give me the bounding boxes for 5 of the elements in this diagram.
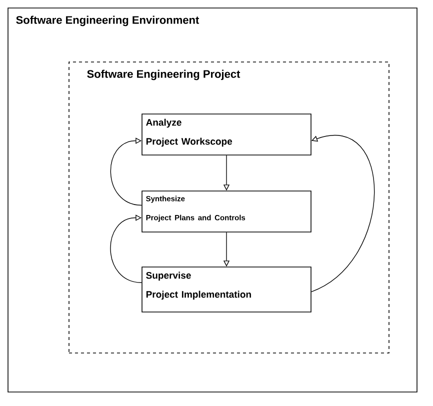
- process-box: Supervise Project Implementation: [142, 266, 312, 312]
- arrow: [110, 214, 142, 283]
- arrow: [311, 134, 375, 292]
- process-box: Analyze Project Workscope: [142, 114, 312, 156]
- arrow: [110, 138, 142, 206]
